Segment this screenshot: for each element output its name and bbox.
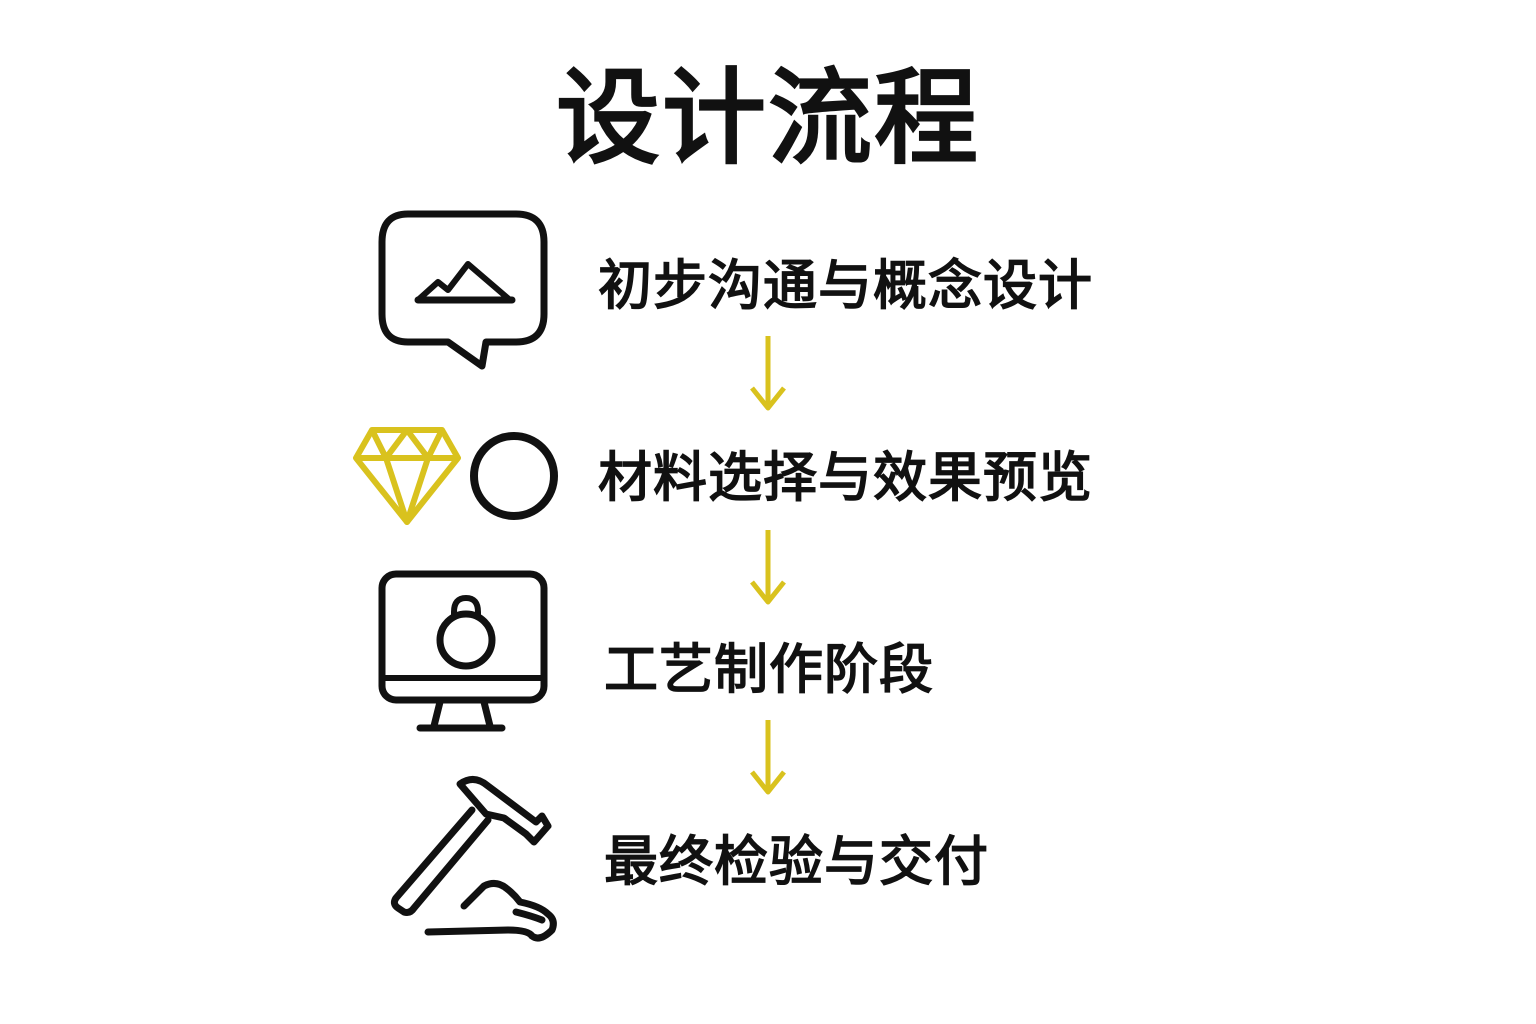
step-2-label: 材料选择与效果预览 [598, 446, 1093, 509]
step-4-label: 最终检验与交付 [604, 830, 989, 893]
page-title: 设计流程 [555, 57, 980, 179]
down-arrow-icon [750, 336, 786, 411]
down-arrow-icon [750, 720, 786, 795]
step-3-label: 工艺制作阶段 [604, 638, 934, 701]
step-1-label: 初步沟通与概念设计 [598, 254, 1093, 317]
hammer-hand-icon [390, 776, 557, 942]
monitor-lock-icon [378, 570, 548, 732]
down-arrow-icon [750, 530, 786, 605]
image-chat-bubble-icon [378, 210, 548, 370]
diamond-and-circle-icon [353, 427, 558, 525]
